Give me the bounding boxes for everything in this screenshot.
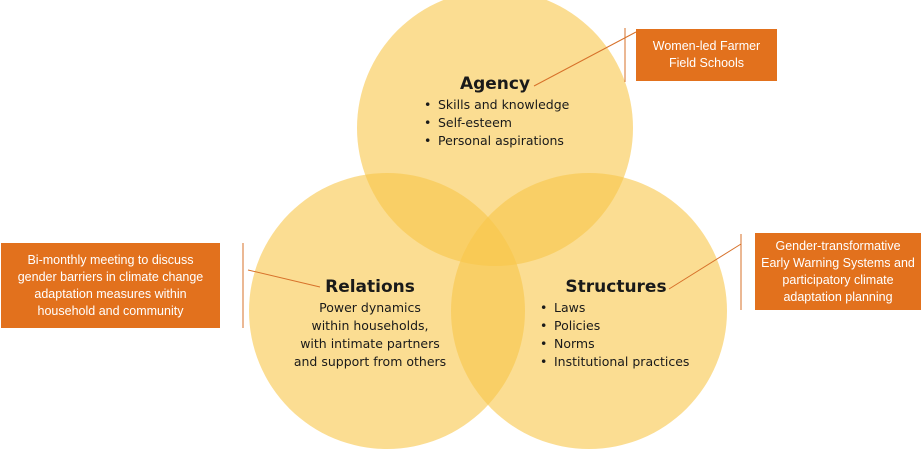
agency-title: Agency	[459, 74, 531, 94]
relations-connector	[247, 269, 321, 288]
relations-description: Power dynamics within households, with i…	[284, 299, 456, 371]
structures-list: Laws Policies Norms Institutional practi…	[540, 299, 689, 371]
agency-item: Skills and knowledge	[424, 96, 569, 114]
structures-callout: Gender-transformative Early Warning Syst…	[755, 233, 921, 310]
relations-line: and support from others	[293, 354, 447, 369]
structures-callout-text: Gender-transformative Early Warning Syst…	[761, 238, 915, 304]
relations-line: with intimate partners	[300, 336, 440, 351]
agency-connector	[533, 31, 637, 87]
structures-item: Laws	[540, 299, 689, 317]
relations-line: within households,	[311, 318, 429, 333]
relations-callout-text: Bi-monthly meeting to discuss gender bar…	[17, 252, 204, 318]
structures-item: Institutional practices	[540, 353, 689, 371]
structures-item: Norms	[540, 335, 689, 353]
agency-callout-text: Women-led Farmer Field Schools	[652, 39, 761, 70]
agency-list: Skills and knowledge Self-esteem Persona…	[424, 96, 569, 150]
relations-callout: Bi-monthly meeting to discuss gender bar…	[1, 243, 220, 328]
structures-item: Policies	[540, 317, 689, 335]
structures-title: Structures	[565, 277, 667, 297]
agency-item: Self-esteem	[424, 114, 569, 132]
agency-item: Personal aspirations	[424, 132, 569, 150]
relations-line: Power dynamics	[319, 300, 421, 315]
relations-circle	[249, 173, 525, 449]
agency-callout: Women-led Farmer Field Schools	[636, 29, 777, 81]
relations-title: Relations	[325, 277, 415, 297]
structures-connector	[668, 243, 742, 290]
